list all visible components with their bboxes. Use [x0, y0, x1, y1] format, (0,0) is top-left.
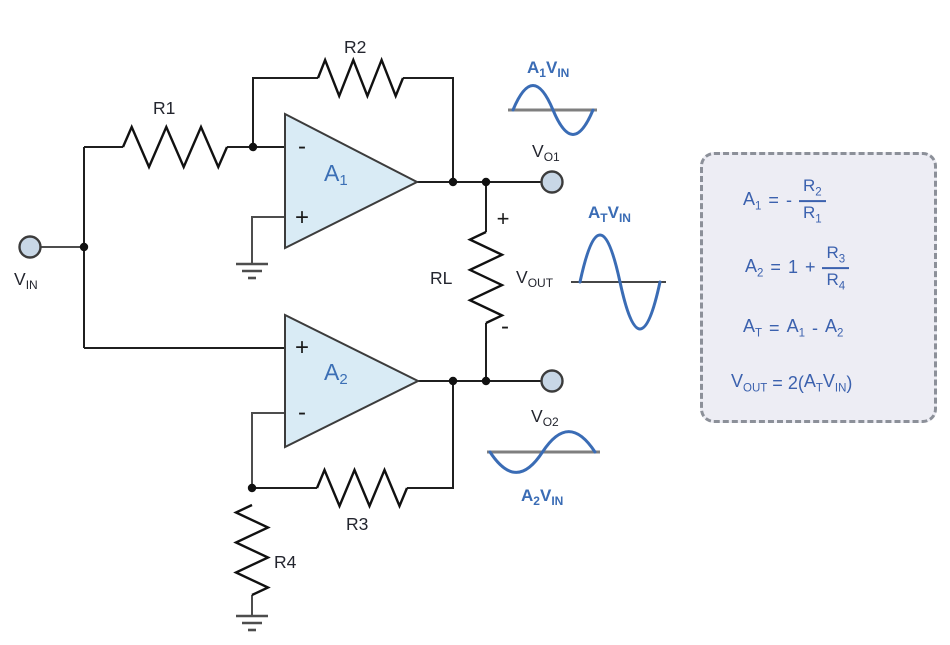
- equals-sign: =: [769, 317, 780, 338]
- node-a2-output: [448, 376, 458, 386]
- resistor-r1: [121, 123, 229, 171]
- opamp-a1: [284, 112, 420, 250]
- negative-sign: -: [785, 190, 792, 211]
- r2-label: R2: [344, 37, 366, 57]
- fraction-r3-r4: R3 R4: [822, 243, 850, 293]
- fraction-numerator: R2: [798, 176, 826, 202]
- coefficient-open-paren: 2(: [787, 372, 804, 393]
- fraction-r2-r1: R2 R1: [798, 176, 826, 226]
- resistor-r3: [315, 466, 409, 510]
- formula-a1-lhs: A1: [743, 188, 762, 213]
- wire-r3-feedback: [252, 381, 454, 489]
- a2-term: A2: [824, 315, 844, 340]
- rl-minus-sign: -: [501, 313, 509, 340]
- ground-symbol-r4: [236, 614, 268, 632]
- a2-noninverting-input-sign: +: [295, 334, 309, 361]
- vin-term: VIN: [822, 370, 847, 395]
- rl-label: RL: [430, 268, 453, 288]
- resistor-rl: [467, 230, 505, 325]
- opamp-a1-label: A1: [324, 160, 348, 189]
- formula-box: A1 = - R2 R1 A2 = 1 + R3 R4 AT = A1 - A2: [700, 152, 937, 423]
- minus-sign: -: [811, 317, 818, 338]
- node-rl-bottom: [481, 376, 491, 386]
- a1-term: A1: [786, 315, 805, 340]
- wire-a2-minus-stub: [251, 412, 285, 488]
- formula-a2-lhs: A2: [745, 255, 764, 280]
- a1-inverting-input-sign: -: [298, 133, 306, 160]
- formula-vout-lhs: VOUT: [731, 370, 768, 395]
- resistor-r4: [233, 503, 271, 597]
- formula-vout: VOUT = 2( AT VIN ): [731, 371, 852, 395]
- wire-a1-ground-stub: [251, 216, 285, 264]
- a1vin-wave-label: A1VIN: [527, 58, 569, 80]
- formula-at-lhs: AT: [743, 315, 763, 340]
- node-rl-top: [481, 177, 491, 187]
- fraction-numerator: R3: [822, 243, 850, 269]
- vout-label: VOUT: [516, 267, 554, 290]
- r4-label: R4: [274, 552, 297, 572]
- ground-symbol-a1: [236, 262, 268, 280]
- close-paren: ): [846, 372, 853, 393]
- vo2-label: VO2: [531, 406, 559, 429]
- terminal-vo2: [540, 369, 564, 393]
- sine-wave-a2vin: [488, 430, 597, 474]
- a2vin-wave-label: A2VIN: [521, 486, 563, 508]
- vo1-label: VO1: [532, 141, 560, 164]
- node-vin-branch: [79, 242, 89, 252]
- terminal-vo1: [540, 170, 564, 194]
- sine-wave-a1vin: [511, 84, 595, 136]
- a2-inverting-input-sign: -: [298, 399, 306, 426]
- equals-sign: =: [770, 257, 781, 278]
- node-a1-inverting: [248, 142, 258, 152]
- opamp-a2-label: A2: [324, 359, 348, 388]
- sine-wave-atvin: [578, 233, 662, 331]
- node-r3-r4: [247, 483, 257, 493]
- terminal-vin: [18, 235, 42, 259]
- resistor-r2: [316, 56, 405, 100]
- equals-sign: =: [768, 190, 779, 211]
- one-term: 1: [787, 257, 798, 278]
- plus-sign: +: [804, 257, 816, 278]
- fraction-denominator: R1: [802, 203, 822, 226]
- atvin-wave-label: ATVIN: [588, 203, 631, 225]
- rl-plus-sign: +: [497, 206, 510, 231]
- node-a1-output: [448, 177, 458, 187]
- vin-label: VIN: [14, 269, 38, 292]
- a1-noninverting-input-sign: +: [295, 204, 309, 231]
- formula-total-gain: AT = A1 - A2: [743, 316, 843, 340]
- formula-a2-gain: A2 = 1 + R3 R4: [745, 243, 850, 293]
- opamp-a2: [284, 313, 421, 449]
- r3-label: R3: [346, 514, 368, 534]
- formula-a1-gain: A1 = - R2 R1: [743, 176, 826, 226]
- wire-r2-feedback: [252, 77, 454, 182]
- at-term: AT: [803, 370, 823, 395]
- equals-sign: =: [772, 372, 783, 393]
- r1-label: R1: [153, 98, 175, 118]
- fraction-denominator: R4: [826, 270, 846, 293]
